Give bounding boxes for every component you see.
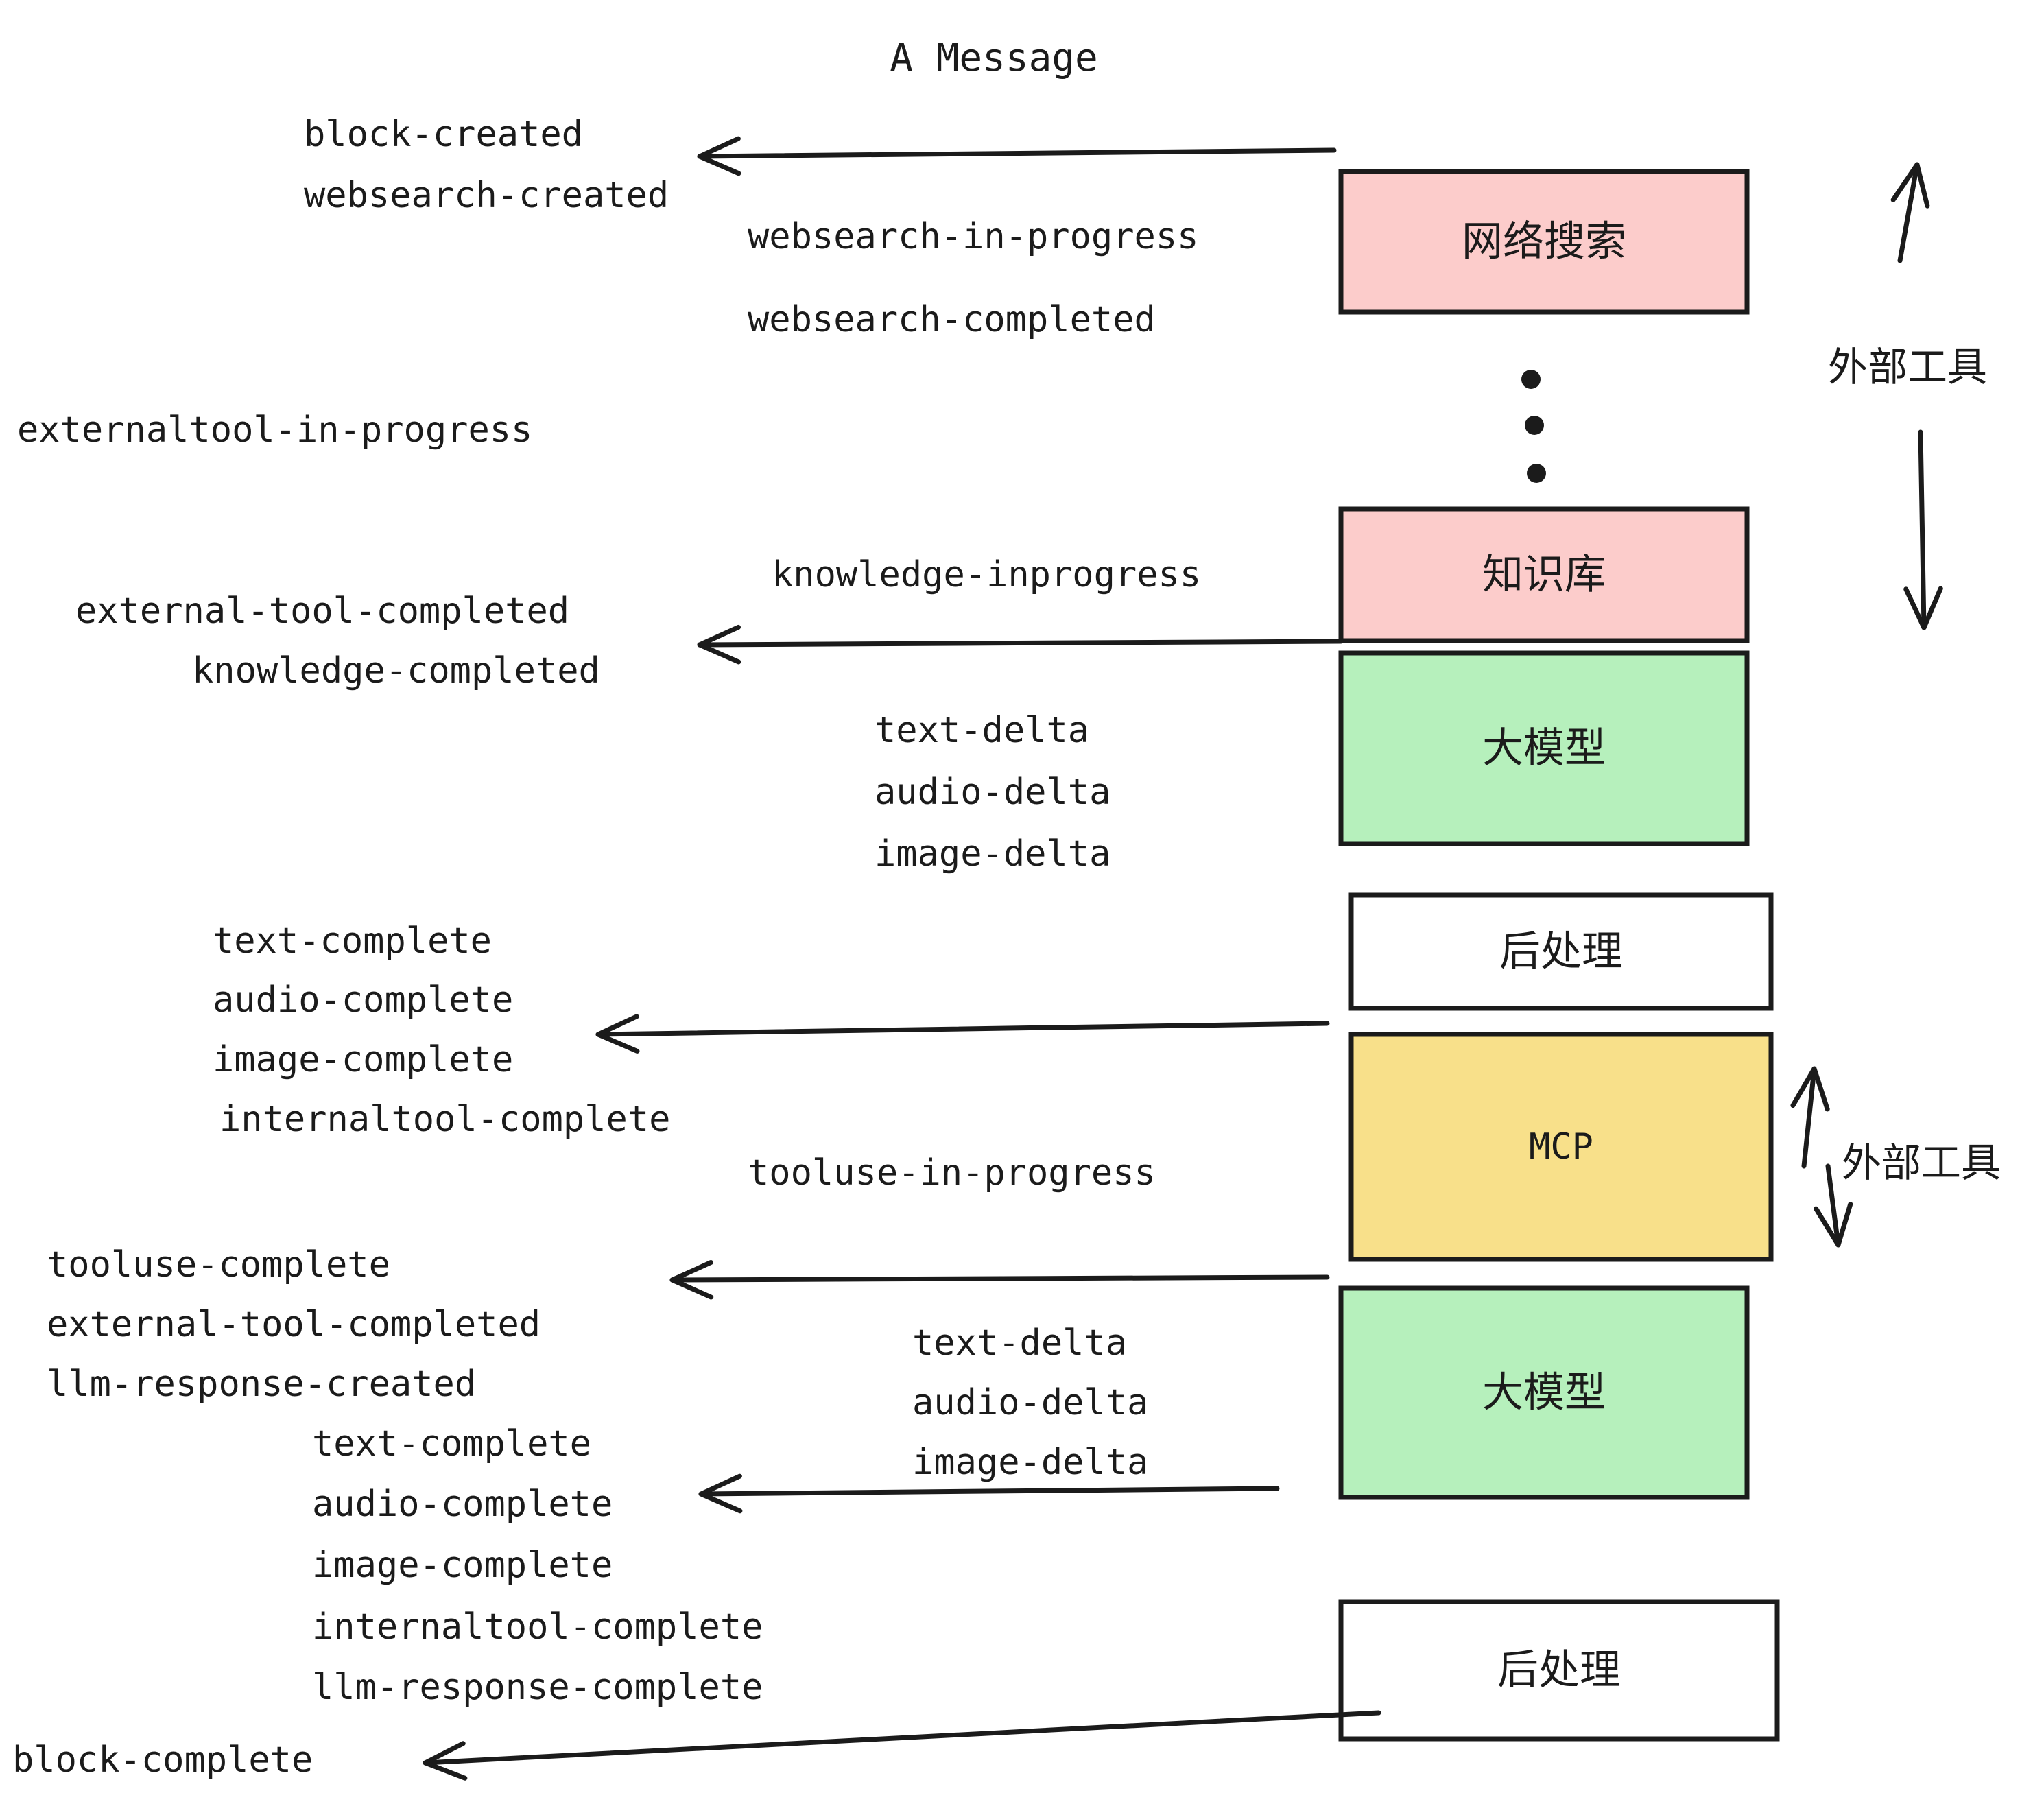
side-annotation-label-external-tools-bottom: 外部工具 xyxy=(1842,1139,2001,1186)
arrow-head-arrow-audio-complete xyxy=(698,1473,743,1514)
event-label-image-complete-2: image-complete xyxy=(312,1545,613,1586)
event-label-llm-response-complete: llm-response-complete xyxy=(312,1667,763,1708)
event-label-image-delta-2: image-delta xyxy=(912,1442,1148,1483)
arrow-shaft-arrow-block-created xyxy=(697,147,1337,159)
arrow-head-external-tools-bottom-up xyxy=(1790,1066,1830,1112)
event-label-block-complete: block-complete xyxy=(12,1740,313,1781)
event-label-audio-complete-1: audio-complete xyxy=(213,980,513,1021)
event-label-knowledge-completed: knowledge-completed xyxy=(192,650,600,691)
node-box-label-llm-2: 大模型 xyxy=(1482,1369,1606,1417)
event-label-knowledge-inprogress: knowledge-inprogress xyxy=(772,554,1201,595)
node-box-label-websearch: 网络搜索 xyxy=(1462,218,1626,266)
event-label-websearch-created: websearch-created xyxy=(304,175,669,216)
arrow-shaft-arrow-audio-complete xyxy=(698,1486,1280,1497)
ellipsis-dot-3 xyxy=(1527,464,1546,483)
event-label-websearch-in-progress: websearch-in-progress xyxy=(748,216,1198,257)
arrow-head-arrow-knowledge-done xyxy=(697,624,741,665)
flow-arrows xyxy=(423,136,1381,1781)
arrow-shaft-external-tools-bottom-down xyxy=(1825,1163,1841,1248)
event-labels: block-created websearch-created websearch-… xyxy=(12,114,1201,1781)
arrow-head-external-tools-top-up xyxy=(1890,162,1930,209)
arrow-arrow-block-complete xyxy=(423,1710,1381,1781)
node-box-postproc-1: 后处理 xyxy=(1348,892,1774,1011)
arrow-external-tools-bottom-up xyxy=(1790,1066,1830,1169)
node-box-label-postproc-2: 后处理 xyxy=(1497,1646,1621,1694)
arrow-shaft-arrow-knowledge-done xyxy=(697,639,1344,648)
side-annotation-external-tools-top: 外部工具 xyxy=(1828,162,1987,630)
arrow-head-arrow-block-complete xyxy=(423,1741,468,1781)
arrow-head-external-tools-top-down xyxy=(1903,586,1943,630)
node-box-label-postproc-1: 后处理 xyxy=(1499,928,1623,976)
arrow-head-external-tools-bottom-down xyxy=(1814,1202,1853,1248)
page-title: A Message xyxy=(890,36,1097,80)
node-box-label-mcp: MCP xyxy=(1529,1126,1593,1167)
arrow-shaft-arrow-tooluse-complete xyxy=(669,1274,1330,1283)
node-box-websearch: 网络搜索 xyxy=(1338,169,1750,315)
node-box-rect-llm-1 xyxy=(1338,650,1750,846)
arrow-head-arrow-block-created xyxy=(697,136,741,176)
node-box-knowledge: 知识库 xyxy=(1338,506,1750,643)
node-box-rect-mcp xyxy=(1348,1032,1774,1262)
node-box-llm-2: 大模型 xyxy=(1338,1285,1750,1500)
event-label-externaltool-in-progress: externaltool-in-progress xyxy=(17,410,532,451)
node-box-llm-1: 大模型 xyxy=(1338,650,1750,846)
arrow-head-arrow-image-complete xyxy=(595,1014,640,1054)
arrow-arrow-knowledge-done xyxy=(697,624,1344,665)
event-label-text-complete-2: text-complete xyxy=(312,1423,591,1464)
arrow-arrow-tooluse-complete xyxy=(669,1259,1330,1300)
node-box-rect-llm-2 xyxy=(1338,1285,1750,1500)
arrow-arrow-block-created xyxy=(697,136,1337,176)
event-label-audio-complete-2: audio-complete xyxy=(312,1484,613,1525)
arrow-shaft-arrow-block-complete xyxy=(423,1710,1381,1766)
arrow-shaft-external-tools-top-down xyxy=(1918,429,1927,630)
arrow-external-tools-top-down xyxy=(1903,429,1943,630)
event-label-text-delta-1: text-delta xyxy=(875,710,1089,751)
node-box-mcp: MCP xyxy=(1348,1032,1774,1262)
side-annotation-label-external-tools-top: 外部工具 xyxy=(1828,344,1987,390)
node-box-rect-websearch xyxy=(1338,169,1750,315)
node-box-postproc-2: 后处理 xyxy=(1338,1599,1780,1742)
event-label-text-delta-2: text-delta xyxy=(912,1322,1127,1364)
arrow-shaft-external-tools-bottom-up xyxy=(1801,1066,1817,1169)
side-annotation-external-tools-bottom: 外部工具 xyxy=(1790,1066,2001,1248)
event-label-image-complete-1: image-complete xyxy=(213,1039,513,1080)
ellipsis-dot-2 xyxy=(1525,416,1544,435)
event-label-external-tool-completed-2: external-tool-completed xyxy=(47,1304,540,1345)
arrow-head-arrow-tooluse-complete xyxy=(669,1259,714,1300)
arrow-arrow-audio-complete xyxy=(698,1473,1280,1514)
node-box-rect-postproc-1 xyxy=(1348,892,1774,1011)
arrow-external-tools-top-up xyxy=(1890,162,1930,263)
event-label-external-tool-completed-1: external-tool-completed xyxy=(75,591,569,632)
event-label-tooluse-complete: tooluse-complete xyxy=(47,1244,390,1285)
event-label-audio-delta-1: audio-delta xyxy=(875,772,1110,813)
event-label-llm-response-created: llm-response-created xyxy=(47,1364,476,1405)
event-label-internaltool-complete-1: internaltool-complete xyxy=(219,1099,670,1140)
arrow-shaft-external-tools-top-up xyxy=(1897,162,1920,263)
event-label-audio-delta-2: audio-delta xyxy=(912,1382,1148,1423)
arrow-arrow-image-complete xyxy=(595,1014,1330,1054)
node-box-rect-knowledge xyxy=(1338,506,1750,643)
arrow-external-tools-bottom-down xyxy=(1814,1163,1853,1248)
node-box-label-llm-1: 大模型 xyxy=(1482,724,1606,772)
ellipsis-dots xyxy=(1521,370,1546,483)
arrow-shaft-arrow-image-complete xyxy=(595,1021,1330,1037)
event-label-internaltool-complete-2: internaltool-complete xyxy=(312,1606,763,1648)
node-box-label-knowledge: 知识库 xyxy=(1482,551,1606,599)
event-label-websearch-completed: websearch-completed xyxy=(748,299,1156,340)
event-label-tooluse-in-progress: tooluse-in-progress xyxy=(748,1152,1156,1194)
event-label-image-delta-1: image-delta xyxy=(875,833,1110,875)
ellipsis-dot-1 xyxy=(1521,370,1541,389)
event-label-block-created: block-created xyxy=(304,114,583,155)
node-box-rect-postproc-2 xyxy=(1338,1599,1780,1742)
event-label-text-complete-1: text-complete xyxy=(213,921,492,962)
